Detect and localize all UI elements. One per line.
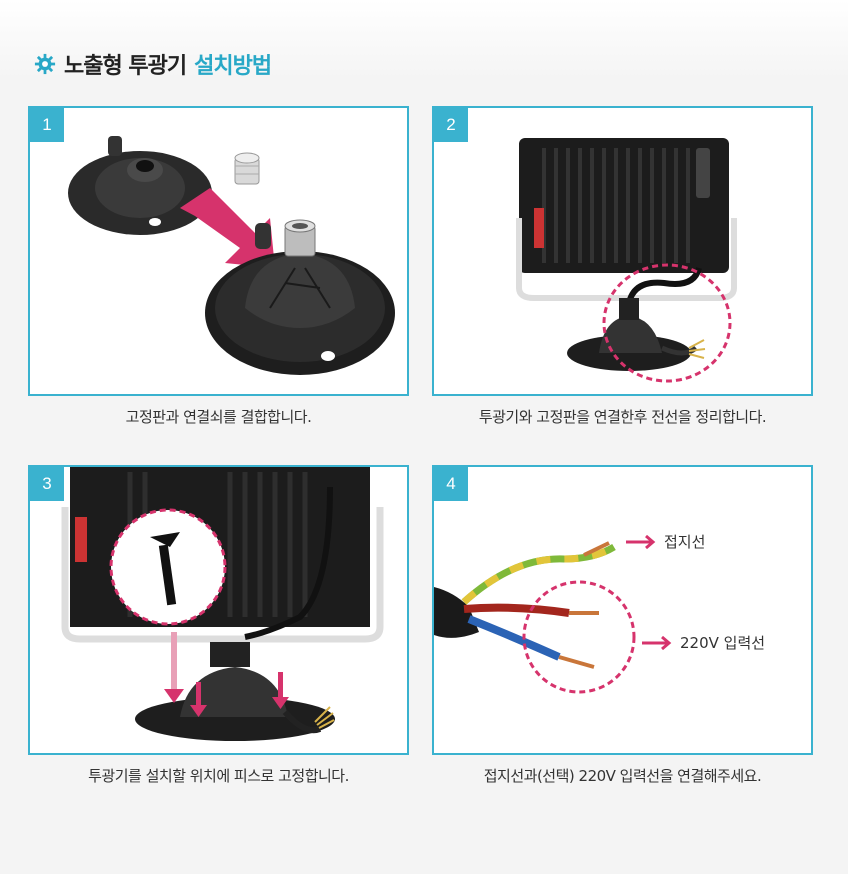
step-3-panel: 3 (28, 465, 409, 755)
input-wire-text: 220V 입력선 (680, 634, 766, 652)
floodlight-body (519, 138, 729, 273)
step-number: 2 (434, 108, 468, 142)
step-1-illustration (68, 136, 395, 375)
step-1-panel: 1 (28, 106, 409, 396)
connector-ring (234, 152, 260, 185)
step-number: 3 (30, 467, 64, 501)
highlight-circle (602, 263, 732, 383)
title-main: 노출형 투광기 (64, 54, 187, 79)
step-4-panel: 4 접지선 220V 입력선 (432, 465, 813, 755)
screw-icon (150, 532, 180, 606)
step-4-caption: 접지선과(선택) 220V 입력선을 연결해주세요. (483, 767, 762, 785)
gear-icon (34, 53, 56, 75)
title-accent: 설치방법 (194, 54, 272, 79)
step-3-illustration (61, 467, 384, 741)
mounting-plate (567, 298, 691, 371)
step-2-panel: 2 (432, 106, 813, 396)
input-wire-label: 220V 입력선 (642, 632, 765, 653)
step-2-illustration (516, 138, 737, 383)
page-title: 노출형 투광기 설치방법 (34, 44, 272, 84)
step-4-illustration (434, 541, 636, 694)
ground-wire-text: 접지선 (664, 533, 706, 551)
mounting-plate-large (205, 219, 395, 375)
step-3-caption: 투광기를 설치할 위치에 피스로 고정합니다. (88, 767, 349, 785)
assembly-arrow (180, 188, 275, 268)
step-2-caption: 투광기와 고정판을 연결한후 전선을 정리합니다. (478, 408, 767, 426)
step-number: 4 (434, 467, 468, 501)
arrow-right-icon (626, 534, 656, 549)
arrow-right-icon (642, 635, 672, 650)
highlight-circle (522, 580, 636, 694)
ground-wire-label: 접지선 (626, 531, 705, 552)
step-number: 1 (30, 108, 64, 142)
mounting-plate-small (68, 136, 212, 235)
step-1-caption: 고정판과 연결쇠를 결합합니다. (125, 408, 312, 426)
screw-down-arrows (164, 632, 289, 717)
